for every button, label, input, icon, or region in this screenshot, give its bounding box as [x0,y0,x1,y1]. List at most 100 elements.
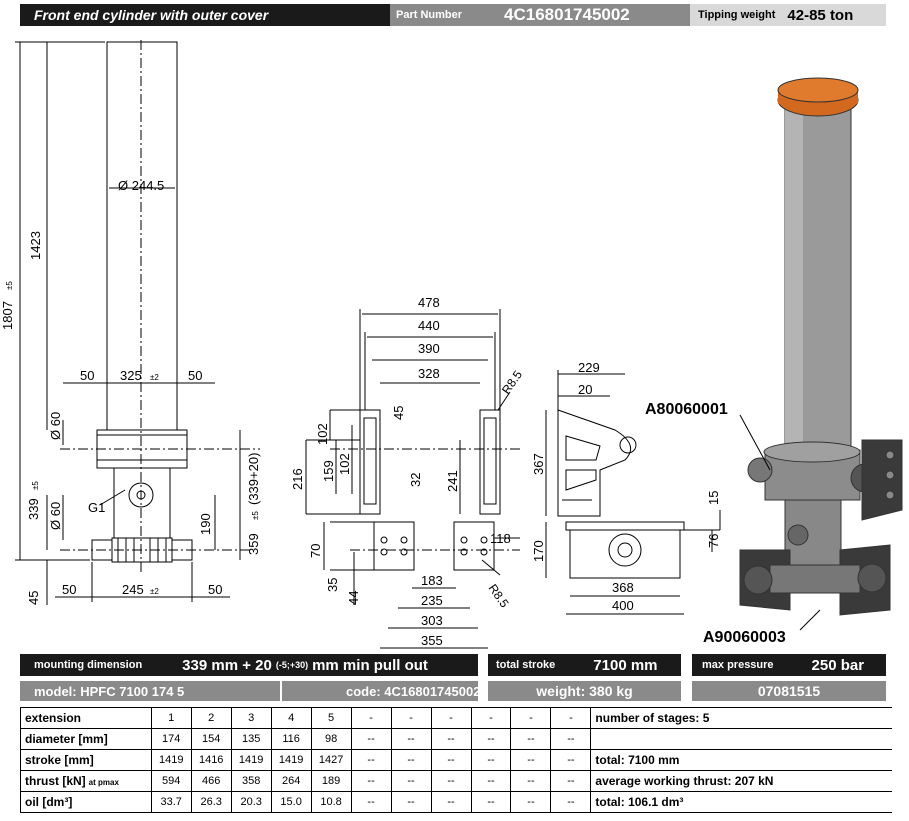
dim-dia-60a: Ø 60 [48,412,63,440]
mount-b: (-5;+30) [275,660,309,670]
dim-368: 368 [612,580,634,595]
dim-102a: 102 [315,423,330,445]
table-cell: 10.8 [310,791,352,813]
dim-325: 325 [120,368,142,383]
dim-339: 339 [26,498,41,520]
mount-label: mounting dimension [34,659,143,671]
table-cell: -- [430,728,472,750]
mount-a: 339 mm + 20 [182,656,272,674]
table-cell: -- [430,749,472,771]
table-cell: 1419 [230,749,272,771]
model: model: HPFC 7100 174 5 [34,683,185,699]
dim-245: 245 [122,582,144,597]
dim-r85a: R8.5 [499,368,525,397]
table-cell: -- [510,791,552,813]
table-cell: -- [470,728,512,750]
table-cell: - [390,707,432,729]
table-cell: 98 [310,728,352,750]
dim-440: 440 [418,318,440,333]
dim-235: 235 [421,593,443,608]
table-cell: 1 [150,707,192,729]
table-cell: 1416 [190,749,232,771]
dim-1807: 1807 [0,301,15,330]
table-cell: 20.3 [230,791,272,813]
dim-dia-244: Ø 244.5 [118,178,164,193]
dim-35: 35 [325,578,340,592]
label-g1: G1 [88,500,105,515]
table-cell: -- [510,749,552,771]
row-header: oil [dm³] [20,791,152,813]
table-cell: -- [350,791,392,813]
stroke-label: total stroke [496,659,556,671]
dim-20: 20 [578,382,592,397]
dim-45b: 45 [391,406,406,420]
weight-bar: weight: 380 kg [488,681,681,701]
stroke-value: 7100 mm [593,656,658,674]
dim-50c: 50 [62,582,76,597]
table-cell: 1419 [270,749,312,771]
table-cell: -- [430,770,472,792]
table-cell: - [430,707,472,729]
dim-45: 45 [26,591,41,605]
dim-303: 303 [421,613,443,628]
tipping-weight-bar: Tipping weight 42-85 ton [690,4,886,26]
dim-15: 15 [706,491,721,505]
tol-359: ±5 [251,511,260,520]
table-cell: - [350,707,392,729]
table-cell: 5 [310,707,352,729]
dim-478: 478 [418,295,440,310]
weight: weight: 380 kg [536,683,633,699]
dim-367: 367 [531,453,546,475]
part-number-bar: Part Number 4C16801745002 [390,4,690,26]
tol-245: ±2 [150,587,159,596]
row-header: extension [20,707,152,729]
table-cell: -- [550,749,592,771]
dim-216: 216 [290,468,305,490]
row-note: total: 7100 mm [590,749,892,771]
table-cell: 264 [270,770,312,792]
table-cell: -- [390,770,432,792]
table-cell: 154 [190,728,232,750]
dim-70: 70 [308,544,323,558]
table-cell: 466 [190,770,232,792]
stroke-bar: total stroke 7100 mm [488,654,681,676]
table-cell: 2 [190,707,232,729]
tol-339: ±5 [31,481,40,490]
mount-c: mm min pull out [312,656,428,674]
dim-355: 355 [421,633,443,648]
table-cell: 4 [270,707,312,729]
dim-32: 32 [408,473,423,487]
table-cell: -- [470,791,512,813]
dim-1423: 1423 [28,231,43,260]
dim-359: 359 [246,533,261,555]
row-note: total: 106.1 dm³ [590,791,892,813]
dim-159: 159 [321,460,336,482]
dim-44: 44 [346,591,361,605]
dim-400: 400 [612,598,634,613]
mounting-bar: mounting dimension 339 mm + 20 (-5;+30) … [20,654,478,676]
table-cell: -- [390,791,432,813]
pressure-label: max pressure [702,659,774,671]
tipping-weight-label: Tipping weight [698,9,776,21]
dim-50b: 50 [188,368,202,383]
table-cell: - [550,707,592,729]
bracket-view: 478 440 390 328 R8.5 45 102 102 159 216 … [290,295,525,649]
dim-170: 170 [531,540,546,562]
part-number: 4C16801745002 [504,5,630,24]
row-note: number of stages: 5 [590,707,892,729]
table-cell: -- [510,770,552,792]
model-bar: model: HPFC 7100 174 5 [20,681,280,701]
table-cell: 1427 [310,749,352,771]
technical-drawing: 1807 ±5 1423 Ø 244.5 50 325 ±2 50 Ø 60 Ø… [0,40,903,649]
table-cell: -- [430,791,472,813]
cylinder-front-view: 1807 ±5 1423 Ø 244.5 50 325 ±2 50 Ø 60 Ø… [0,40,261,605]
dim-102b: 102 [337,453,352,475]
ref-number: 07081515 [757,683,821,699]
code-bar: code: 4C16801745002 [282,681,478,701]
table-cell: - [470,707,512,729]
table-cell: -- [550,770,592,792]
table-cell: 594 [150,770,192,792]
table-cell: 174 [150,728,192,750]
